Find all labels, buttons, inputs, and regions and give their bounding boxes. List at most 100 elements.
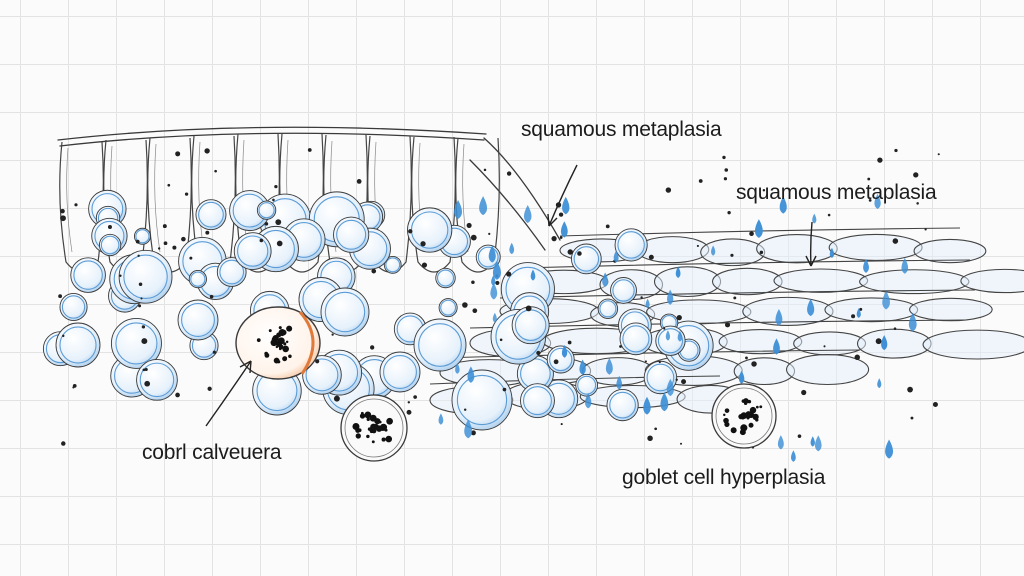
granule [932, 402, 938, 408]
granule [72, 386, 75, 389]
goblet-granule [371, 440, 375, 444]
granule [924, 228, 927, 231]
granule [408, 229, 413, 234]
granule [413, 395, 417, 399]
droplet [562, 196, 570, 215]
droplet [492, 260, 501, 280]
round-cell [55, 322, 101, 368]
droplet [814, 435, 822, 452]
granule [463, 408, 467, 411]
column-cell-inner [198, 141, 205, 253]
squamous-cell [756, 234, 838, 264]
granule [462, 302, 468, 308]
goblet-granule [748, 422, 754, 428]
round-cell [435, 267, 456, 289]
round-cell-rim [219, 259, 245, 285]
goblet-granule [370, 423, 377, 431]
round-cell [438, 298, 458, 318]
round-cell [379, 351, 421, 393]
droplet [738, 370, 745, 384]
granule [827, 213, 831, 217]
granule [867, 177, 871, 181]
round-cell-rim [123, 254, 168, 300]
squamous-cell [653, 266, 722, 298]
goblet-granule [286, 325, 293, 332]
round-cell-rim [190, 271, 206, 287]
goblet-granule [381, 437, 386, 442]
granule [421, 262, 428, 268]
granule [276, 240, 283, 247]
round-cell-rim [573, 246, 600, 272]
granule [189, 256, 193, 260]
granule [307, 148, 312, 152]
column-cell [411, 136, 456, 273]
granule [420, 241, 426, 247]
label-cell-left: cobrl calveuera [142, 441, 282, 464]
droplet [773, 338, 780, 355]
round-cell [98, 233, 122, 257]
granule [640, 296, 643, 299]
droplet [509, 242, 515, 255]
squamous-cell [700, 238, 766, 267]
droplet [488, 245, 496, 263]
round-cell [233, 232, 272, 271]
label-squamous-metaplasia-top: squamous metaplasia [521, 118, 722, 141]
granule [577, 251, 582, 256]
round-cell [546, 345, 575, 374]
goblet-granule [355, 427, 361, 433]
granule [723, 177, 728, 181]
droplet [812, 213, 817, 224]
squamous-cell [793, 331, 867, 356]
goblet-granule [724, 421, 730, 428]
granule [495, 280, 500, 286]
granule [877, 157, 883, 163]
granule [910, 416, 914, 420]
granule [502, 387, 507, 392]
round-cell-rim [440, 299, 457, 316]
goblet-granule [288, 354, 292, 359]
squamous-cell [922, 329, 1024, 360]
granule [525, 305, 532, 312]
round-cell-rim [61, 295, 86, 319]
granule [370, 345, 375, 350]
round-cell [655, 325, 686, 356]
droplet [613, 250, 619, 263]
round-cell [413, 318, 467, 372]
round-cell-rim [477, 246, 499, 268]
granule [275, 219, 282, 226]
droplet [874, 193, 881, 210]
granule [560, 423, 563, 426]
goblet-granule [278, 347, 282, 351]
granule [696, 244, 699, 248]
round-cell [520, 383, 555, 419]
round-cell-rim [612, 279, 635, 302]
granule [470, 234, 477, 241]
granule [138, 282, 143, 286]
squamous-line [439, 349, 861, 359]
goblet-granule [746, 416, 750, 420]
round-cell [216, 257, 247, 287]
granule [558, 212, 564, 217]
granule [506, 271, 512, 277]
round-cell [110, 317, 162, 369]
column-cell [279, 133, 324, 273]
goblet-granule [367, 427, 372, 431]
granule [724, 168, 729, 172]
squamous-cell [960, 268, 1024, 294]
droplet [677, 330, 683, 342]
granule [559, 236, 563, 239]
granule [466, 222, 472, 228]
squamous-cell [785, 354, 870, 386]
round-cell [302, 355, 342, 395]
round-cell-rim [139, 362, 175, 398]
squamous-cell [856, 328, 932, 359]
droplet [807, 298, 815, 317]
granule [681, 379, 687, 385]
arrow-right [805, 221, 817, 267]
squamous-cell [909, 297, 993, 322]
round-cell [619, 322, 653, 356]
goblet-granule [355, 433, 361, 439]
granule [499, 338, 503, 342]
granule [553, 359, 559, 365]
granule [371, 268, 377, 274]
